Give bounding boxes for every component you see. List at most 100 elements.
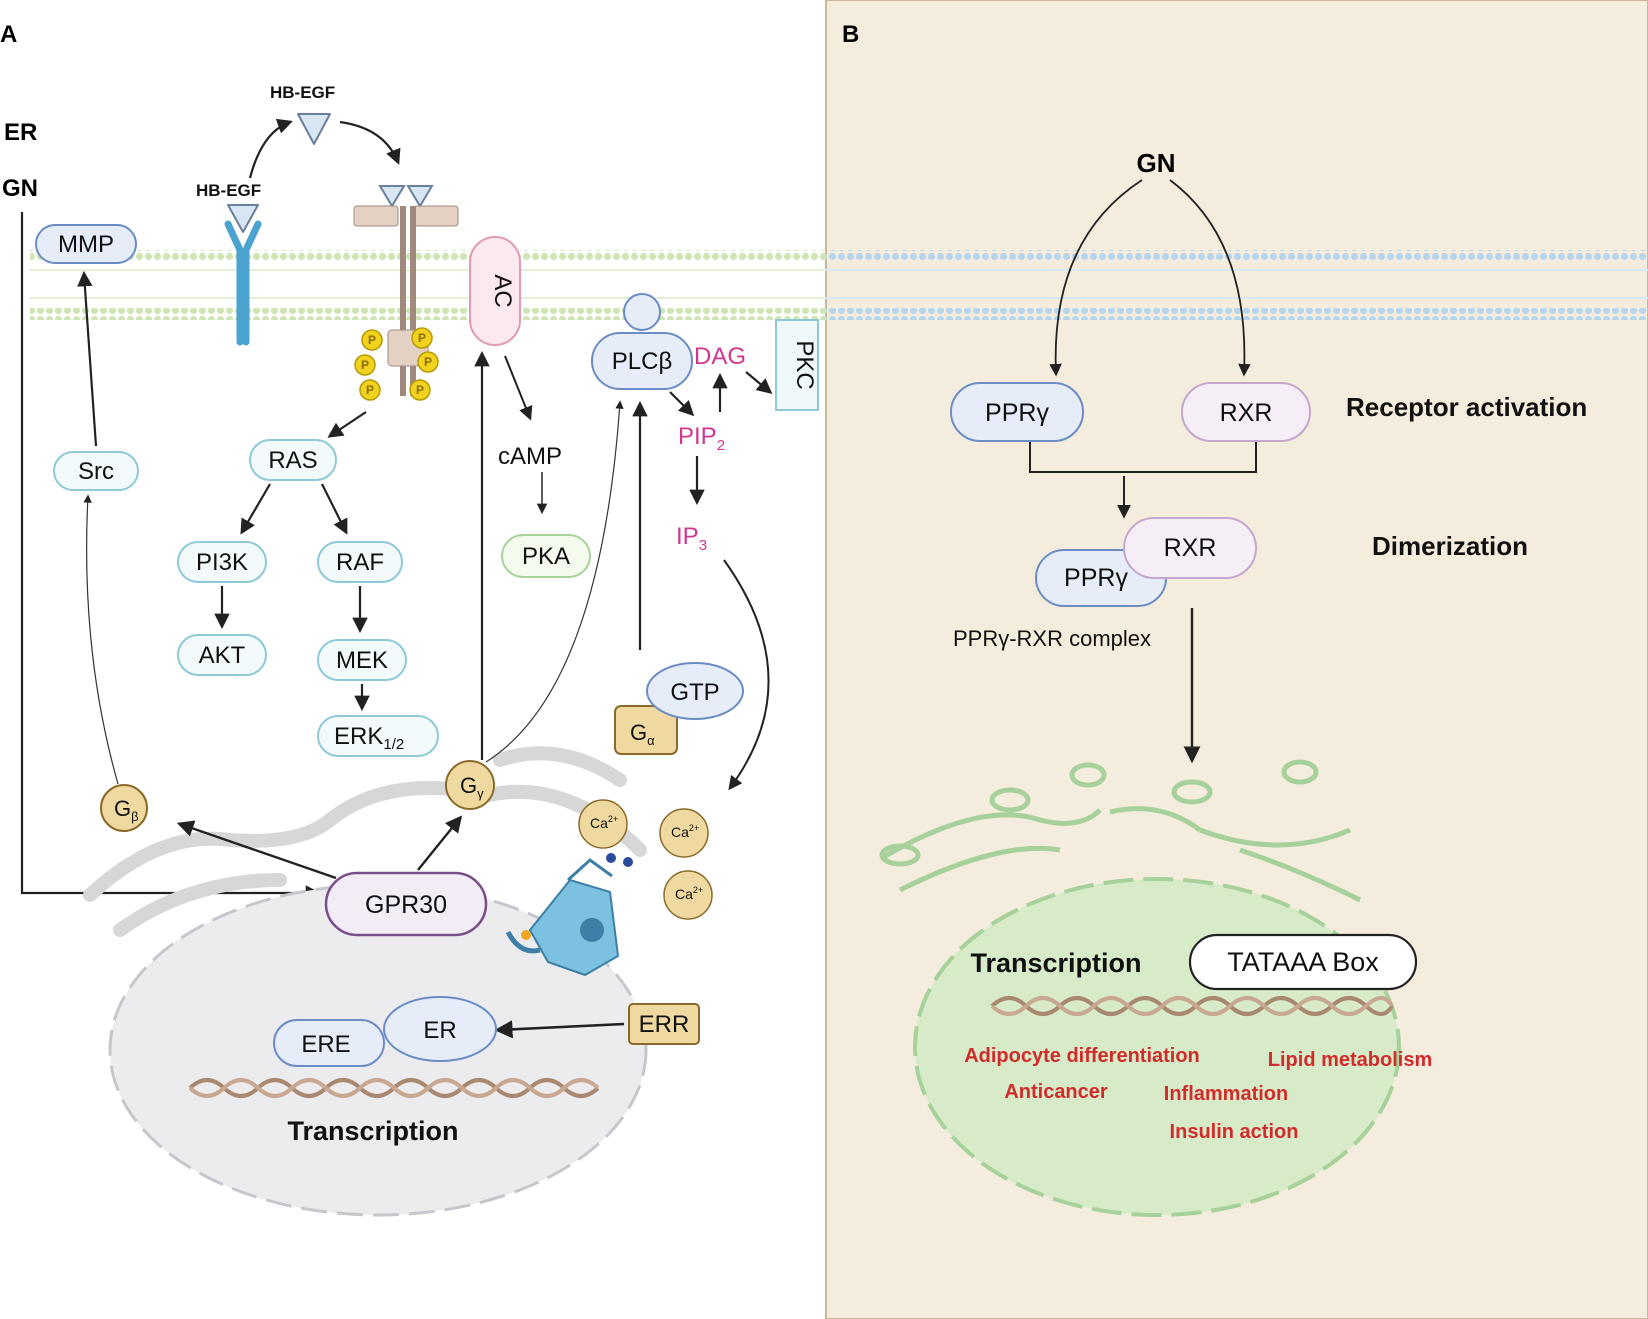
ip3-to-channel-arrow xyxy=(723,559,770,791)
endoplasmic-reticulum-b xyxy=(879,759,1362,903)
phospho-label: P xyxy=(361,358,369,372)
gn-to-ppr-arrow xyxy=(1049,179,1143,377)
phospho-label: P xyxy=(424,355,432,369)
er-nuclear-node xyxy=(383,996,497,1062)
panel-b-label: B xyxy=(842,21,859,48)
complex-label: PPRγ-RXR complex xyxy=(953,626,1151,651)
hb-egf-free-icon xyxy=(297,113,331,145)
outcome-inflammation: Inflammation xyxy=(1164,1083,1288,1105)
hb-egf-membrane-receptor xyxy=(224,220,262,346)
ggamma-to-plcb-arrow xyxy=(485,400,624,763)
mmp-node xyxy=(35,224,137,264)
dimer-rxr-label: RXR xyxy=(1164,534,1217,562)
cell-membrane-b xyxy=(826,250,1648,320)
tataaa-box xyxy=(1188,933,1418,991)
egfr-to-ras-arrow xyxy=(327,411,367,438)
plcb-cap xyxy=(623,293,661,331)
plcb-node xyxy=(591,332,693,390)
pkc-label: PKC xyxy=(791,340,818,389)
pi3k-node xyxy=(177,541,267,583)
g-gamma-label: Gγ xyxy=(460,773,484,801)
er-input-label: ER xyxy=(4,119,37,146)
ip3-label: IP3 xyxy=(676,523,707,554)
dna-helix-b xyxy=(990,996,1394,1016)
erk-label: ERK1/2 xyxy=(334,723,404,753)
hb-egf-bound-label: HB-EGF xyxy=(196,181,261,200)
ac-to-camp-arrow xyxy=(504,355,533,421)
phospho-label: P xyxy=(368,333,376,347)
er-nuclear-label: ER xyxy=(423,1017,456,1044)
mek-node xyxy=(317,639,407,681)
akt-label: AKT xyxy=(199,642,246,669)
dimerization-label: Dimerization xyxy=(1372,531,1528,561)
tataaa-label: TATAAA Box xyxy=(1227,947,1379,977)
receptor-activation-label: Receptor activation xyxy=(1346,392,1587,422)
gpr30-node xyxy=(324,871,488,937)
pka-node xyxy=(501,534,591,578)
outcome-anticancer: Anticancer xyxy=(1004,1081,1108,1103)
calcium-label: Ca2+ xyxy=(671,823,699,840)
err-to-er-arrow xyxy=(494,1020,625,1039)
gtp-node xyxy=(646,662,744,720)
gn-b-label: GN xyxy=(1137,148,1176,178)
hb-egf-binding-arrow xyxy=(339,120,401,165)
rxr-node xyxy=(1181,382,1311,442)
g-alpha-node xyxy=(614,705,678,755)
ras-node xyxy=(249,439,337,481)
g-gamma-node xyxy=(445,760,495,810)
gpr30-to-ggamma-arrow xyxy=(417,815,463,871)
hb-egf-bound-icon xyxy=(227,204,259,233)
calcium-ions: Ca2+ Ca2+ Ca2+ xyxy=(578,799,713,920)
erk-node xyxy=(317,715,439,757)
ppr-label: PPRγ xyxy=(985,399,1049,427)
gbeta-to-src-arrow xyxy=(83,494,119,785)
dag-to-pkc-arrow xyxy=(745,371,773,394)
hb-egf-free-label: HB-EGF xyxy=(270,83,335,102)
ere-node xyxy=(273,1019,385,1067)
g-alpha-label: Gα xyxy=(630,720,655,748)
calcium-label: Ca2+ xyxy=(590,814,618,831)
g-beta-label: Gβ xyxy=(114,796,139,824)
mek-label: MEK xyxy=(336,647,388,674)
panel-a-label: A xyxy=(0,21,17,48)
outcome-adipocyte: Adipocyte differentiation xyxy=(964,1045,1200,1067)
raf-node xyxy=(317,541,403,583)
src-to-mmp-arrow xyxy=(77,270,98,447)
outcome-lipid: Lipid metabolism xyxy=(1268,1049,1432,1071)
transcription-a-label: Transcription xyxy=(287,1116,458,1146)
dimer-rxr-node xyxy=(1123,517,1257,579)
gn-to-rxr-arrow xyxy=(1169,179,1251,377)
src-label: Src xyxy=(78,458,114,485)
mmp-label: MMP xyxy=(58,231,114,258)
akt-node xyxy=(177,634,267,676)
phospho-label: P xyxy=(418,331,426,345)
raf-label: RAF xyxy=(336,549,384,576)
ere-label: ERE xyxy=(301,1031,350,1058)
transcription-b-label: Transcription xyxy=(970,948,1141,978)
ip3-receptor-channel-icon xyxy=(505,858,620,977)
gtp-label: GTP xyxy=(670,679,719,706)
dna-helix-a xyxy=(188,1078,600,1098)
ppr-node xyxy=(950,382,1084,442)
pka-label: PKA xyxy=(522,543,570,570)
dag-label: DAG xyxy=(694,343,746,370)
pi3k-label: PI3K xyxy=(196,549,248,576)
hb-egf-release-arrow xyxy=(248,118,293,179)
cell-membrane-a xyxy=(30,250,826,320)
ras-to-pi3k-arrow xyxy=(240,483,271,535)
src-node xyxy=(53,451,139,491)
plcb-label: PLCβ xyxy=(612,348,673,375)
g-beta-node xyxy=(100,784,148,832)
ras-label: RAS xyxy=(268,447,317,474)
gn-input-label: GN xyxy=(2,175,38,202)
gpr30-label: GPR30 xyxy=(365,891,447,919)
pkc-node xyxy=(775,319,819,411)
err-node xyxy=(628,1003,700,1045)
phosphate-groups: P P P P P P xyxy=(354,327,439,401)
ac-node xyxy=(469,236,521,346)
rxr-label: RXR xyxy=(1220,399,1273,427)
gpr30-to-gbeta-arrow xyxy=(176,820,337,880)
phospho-label: P xyxy=(416,383,424,397)
outcome-insulin: Insulin action xyxy=(1170,1121,1299,1143)
